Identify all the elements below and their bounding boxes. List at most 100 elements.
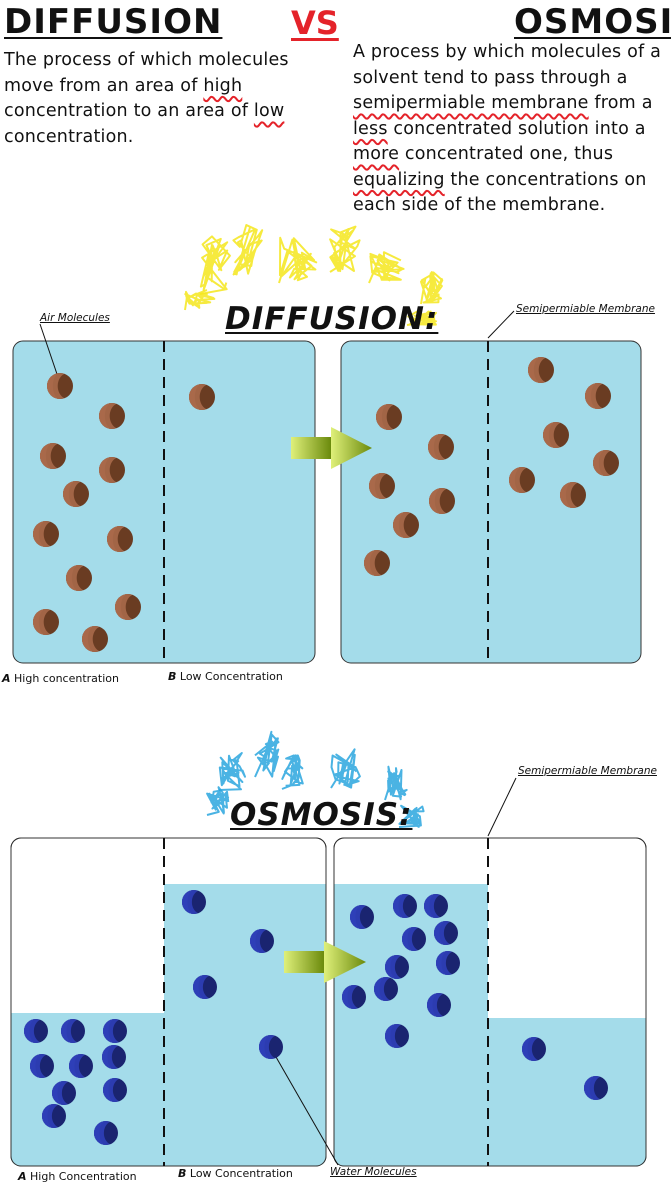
water-molecule (69, 1054, 93, 1078)
vs-heading: VS (291, 4, 339, 42)
osmosis-def-text-3: concentrated solution into a (387, 118, 646, 139)
water-molecule (393, 894, 417, 918)
water-molecule (385, 1024, 409, 1048)
water-molecule (402, 927, 426, 951)
air-molecules-pointer (39, 323, 60, 381)
air-molecule (47, 373, 73, 399)
diffusion-label-b-letter: B (168, 670, 177, 683)
air-molecule (63, 481, 89, 507)
osmosis-label-b-letter: B (178, 1167, 187, 1180)
osmosis-def-more: more (353, 144, 400, 164)
water-molecule (350, 905, 374, 929)
osmosis-def-equalizing: equalizing (353, 169, 445, 190)
osmosis-before-water-left (11, 1013, 164, 1166)
air-molecule (560, 482, 586, 508)
osmosis-after-water-right (488, 1018, 646, 1166)
osmosis-membrane-pointer (487, 777, 517, 837)
air-molecule (99, 457, 125, 483)
air-molecule (585, 383, 611, 409)
blue-burst-decoration (206, 730, 425, 828)
diffusion-def-text-2: concentration to an area of (4, 101, 254, 121)
osmosis-label-b-text: Low Concentration (189, 1167, 293, 1180)
water-molecule (193, 975, 217, 999)
air-molecule (428, 434, 454, 460)
diffusion-def-text-3: concentration. (4, 126, 134, 147)
water-molecule (61, 1019, 85, 1043)
water-molecule (250, 929, 274, 953)
osmosis-section-title: OSMOSIS: (230, 797, 413, 833)
osmosis-def-text-5: the concentrations on each side of the m… (353, 169, 647, 216)
water-molecule (584, 1076, 608, 1100)
osmosis-membrane-label: Semipermiable Membrane (518, 765, 657, 777)
osmosis-def-less: less (353, 118, 388, 139)
air-molecule (33, 521, 59, 547)
diffusion-after-container (340, 340, 642, 664)
diffusion-def-high: high (203, 75, 243, 96)
water-molecule (103, 1078, 127, 1102)
osmosis-before-outline (10, 837, 327, 1167)
osmosis-before-water-right (164, 884, 326, 1166)
water-molecule (30, 1054, 54, 1078)
water-molecule (342, 985, 366, 1009)
diffusion-definition: The process of which molecules move from… (4, 48, 344, 150)
water-molecule (94, 1121, 118, 1145)
diffusion-def-low: low (253, 101, 285, 121)
air-molecule (528, 357, 554, 383)
osmosis-heading: OSMOSIS (514, 2, 671, 42)
air-molecule (429, 488, 455, 514)
air-molecule (82, 626, 108, 652)
diffusion-membrane-pointer (487, 310, 515, 339)
diffusion-membrane-label: Semipermiable Membrane (516, 303, 655, 315)
water-molecule (522, 1037, 546, 1061)
air-molecule (40, 443, 66, 469)
air-molecule (509, 467, 535, 493)
air-molecule (543, 422, 569, 448)
air-molecule-group (33, 357, 619, 652)
osmosis-label-a-text: High Concentration (30, 1170, 137, 1183)
diffusion-label-b: B Low Concentration (168, 670, 283, 683)
osmosis-definition: A process by which molecules of a solven… (353, 40, 665, 219)
diffusion-label-b-text: Low Concentration (179, 670, 283, 683)
osmosis-def-text-2: from a (588, 93, 653, 113)
water-molecule-group (24, 890, 608, 1145)
diffusion-label-a-text: High concentration (14, 672, 119, 685)
diffusion-section-title: DIFFUSION: (225, 301, 439, 337)
osmosis-def-membrane: semipermiable membrane (353, 93, 589, 113)
water-molecule (182, 890, 206, 914)
water-molecule (374, 977, 398, 1001)
diffusion-label-a-letter: A (2, 672, 11, 685)
osmosis-arrow (284, 941, 366, 983)
yellow-burst-decoration (184, 224, 444, 326)
water-molecule (427, 993, 451, 1017)
water-molecule (434, 921, 458, 945)
air-molecule (66, 565, 92, 591)
air-molecule (376, 404, 402, 430)
water-molecule (424, 894, 448, 918)
water-molecules-pointer (271, 1049, 339, 1166)
air-molecule (115, 594, 141, 620)
osmosis-label-a: A High Concentration (18, 1170, 137, 1183)
osmosis-def-text-4: concentrated one, thus (399, 144, 614, 164)
water-molecule (42, 1104, 66, 1128)
air-molecule (593, 450, 619, 476)
water-molecules-label: Water Molecules (330, 1166, 417, 1178)
osmosis-after-outline (333, 837, 647, 1167)
water-molecule (24, 1019, 48, 1043)
air-molecule (107, 526, 133, 552)
air-molecule (369, 473, 395, 499)
air-molecule (189, 384, 215, 410)
air-molecule (393, 512, 419, 538)
water-molecule (385, 955, 409, 979)
diffusion-def-text-1: The process of which molecules move from… (4, 50, 289, 96)
water-molecule (103, 1019, 127, 1043)
diffusion-arrow (291, 427, 372, 469)
water-molecule (52, 1081, 76, 1105)
air-molecule (364, 550, 390, 576)
diffusion-heading: DIFFUSION (4, 2, 223, 42)
osmosis-def-text-1: A process by which molecules of a solven… (353, 42, 662, 88)
water-molecule (102, 1045, 126, 1069)
water-molecule (436, 951, 460, 975)
air-molecules-label: Air Molecules (40, 312, 110, 324)
air-molecule (99, 403, 125, 429)
